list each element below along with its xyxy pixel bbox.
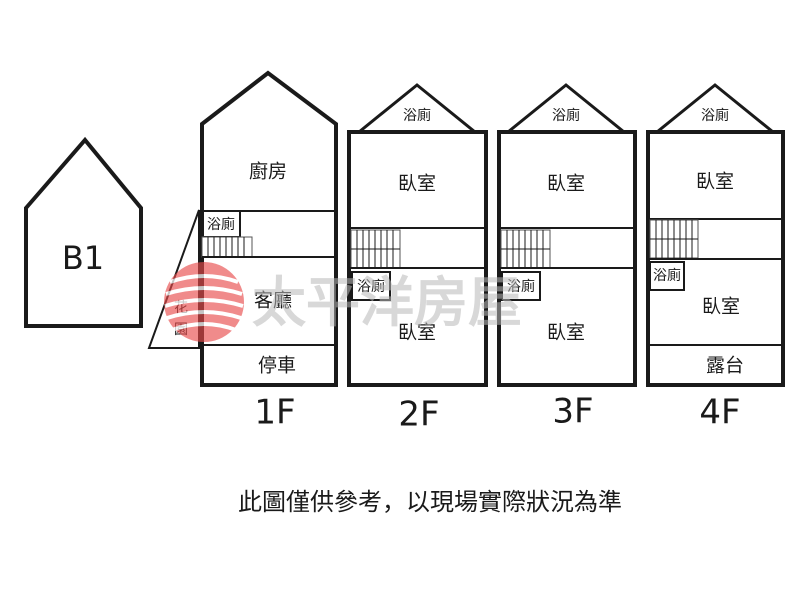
- 1f-living-label: 客廳: [254, 290, 292, 312]
- b1-label: B1: [62, 239, 104, 277]
- 1f-parking-label: 停車: [258, 355, 296, 377]
- 1f-stairs: [201, 236, 253, 258]
- 3f-bath-label: 浴廁: [507, 278, 535, 295]
- 3f-roof-bath-label: 浴廁: [552, 107, 580, 124]
- 1f-bath-label: 浴廁: [207, 216, 235, 233]
- 2f-stairs: [350, 229, 401, 269]
- 3f-stairs: [500, 229, 551, 269]
- floor-label-3f: 3F: [552, 392, 593, 432]
- floor-3f: 浴廁 臥室 浴廁 臥室: [497, 83, 637, 387]
- 3f-bedroom-bottom-label: 臥室: [547, 322, 585, 344]
- watermark-text: 太平洋房屋: [252, 271, 522, 334]
- 4f-roof-bath-label: 浴廁: [701, 107, 729, 124]
- disclaimer-text: 此圖僅供參考，以現場實際狀況為準: [238, 488, 622, 516]
- floor-2f: 浴廁 臥室 浴廁 臥室: [347, 83, 488, 387]
- floor-label-1f: 1F: [254, 393, 295, 433]
- 2f-bedroom-bottom-label: 臥室: [398, 322, 436, 344]
- 3f-bedroom-top-label: 臥室: [547, 173, 585, 195]
- 2f-bath-label: 浴廁: [357, 278, 385, 295]
- floor-label-2f: 2F: [398, 395, 439, 435]
- 4f-balcony-label: 露台: [706, 355, 744, 377]
- watermark: 太平洋房屋: [164, 262, 522, 342]
- 4f-bedroom-bottom-label: 臥室: [702, 296, 740, 318]
- 4f-bedroom-top-label: 臥室: [696, 171, 734, 193]
- basement-b1: B1: [24, 136, 143, 328]
- floor-1f: 廚房 浴廁 客廳 花 園 停車: [147, 70, 338, 387]
- floor-4f: 浴廁 臥室 浴廁 臥室 露台: [646, 83, 785, 387]
- 2f-bedroom-top-label: 臥室: [398, 173, 436, 195]
- b1-outline: [24, 136, 143, 328]
- watermark-logo-icon: [164, 262, 244, 342]
- 4f-bath-label: 浴廁: [653, 267, 681, 284]
- 1f-kitchen-label: 廚房: [249, 160, 287, 183]
- 2f-roof-bath-label: 浴廁: [403, 107, 431, 124]
- 4f-stairs: [649, 219, 699, 259]
- floor-label-4f: 4F: [699, 393, 740, 433]
